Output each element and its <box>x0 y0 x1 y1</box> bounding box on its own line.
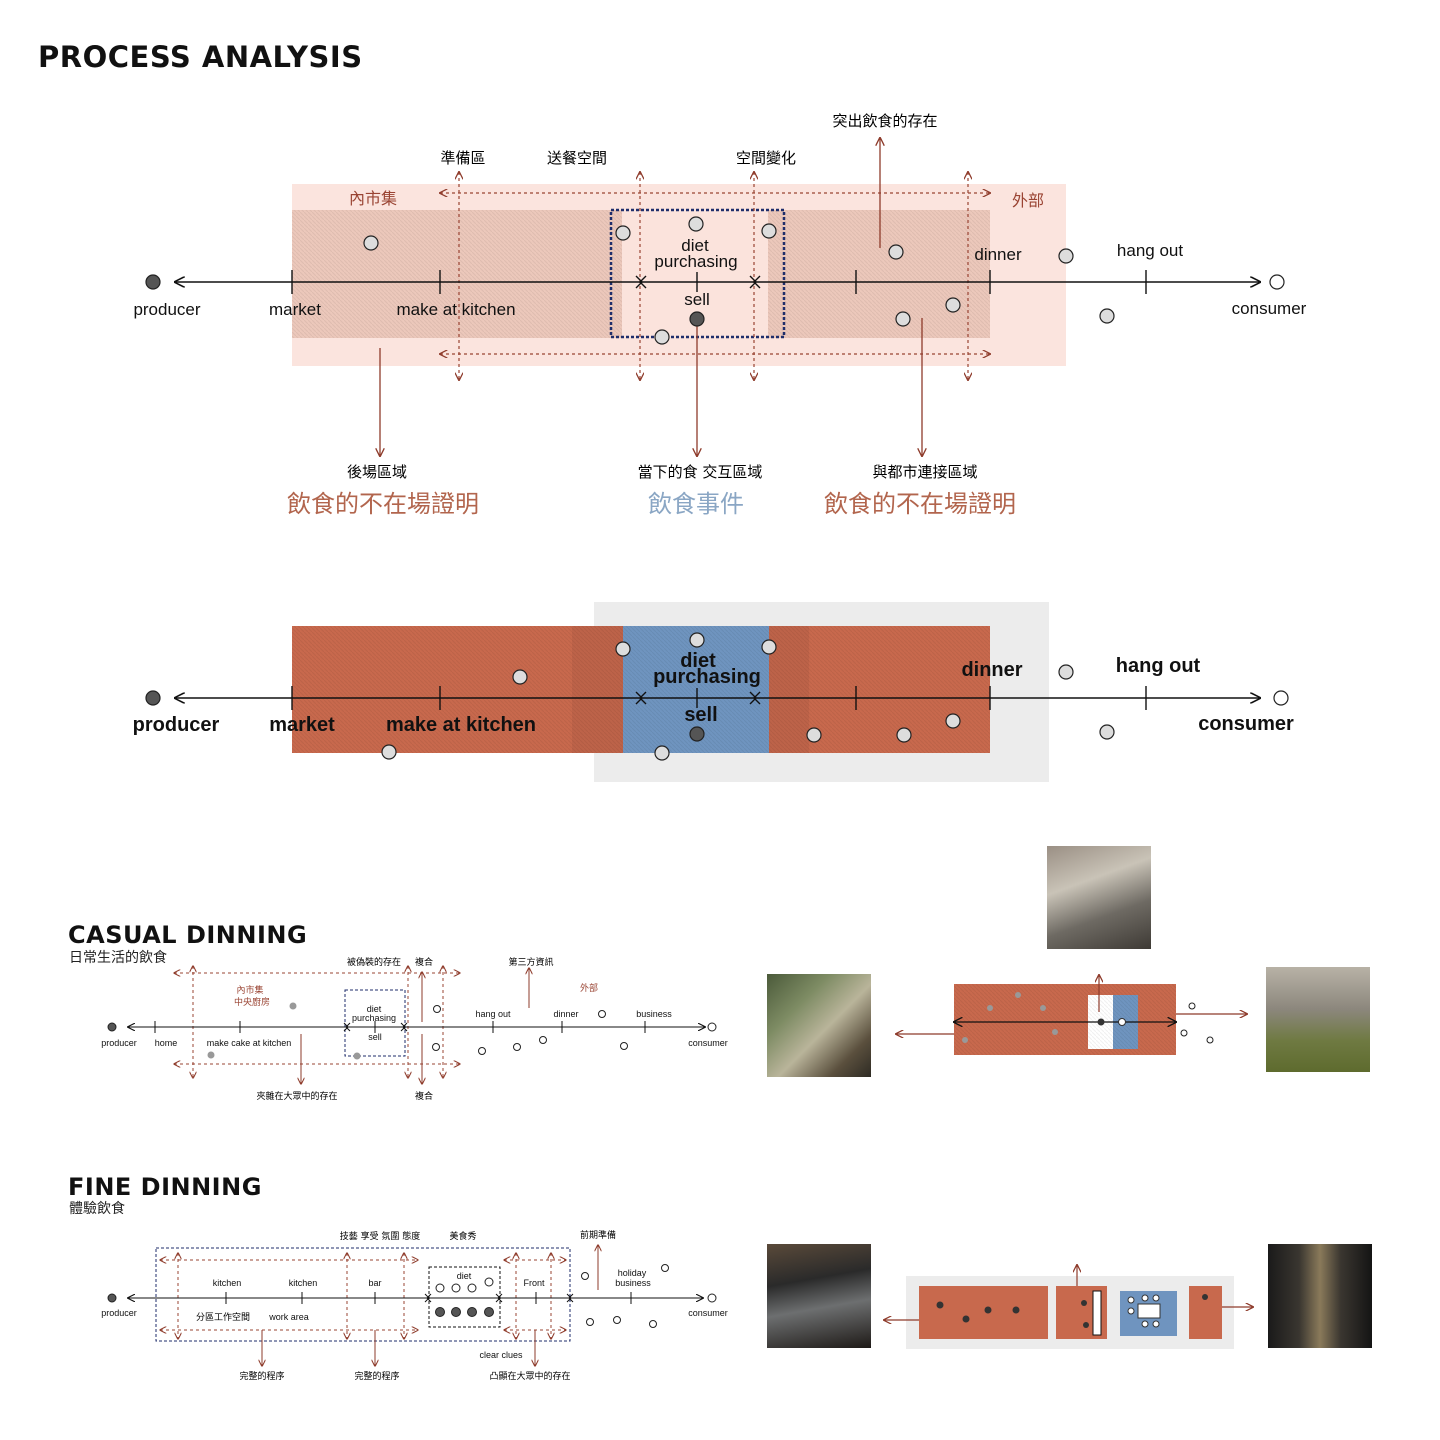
fine-stage-kitchen-1: kitchen <box>213 1278 242 1288</box>
page-title: PROCESS ANALYSIS <box>38 40 363 74</box>
casual-central-kitchen: 中央廚房 <box>234 996 270 1008</box>
fine-area-1: 分區工作空間 <box>196 1311 250 1323</box>
fine-stage-consumer: consumer <box>688 1308 728 1318</box>
stage-market: market <box>269 300 321 319</box>
casual-title: CASUAL DINNING <box>68 921 308 949</box>
fine-outer-box <box>155 1247 571 1342</box>
casual-inner-zone: 內市集 <box>236 984 263 996</box>
casual-stage-home: home <box>155 1038 178 1048</box>
fine-mini-plan <box>884 1265 1253 1349</box>
casual-subtitle: 日常生活的飲食 <box>69 950 167 966</box>
casual-stage-dinner: dinner <box>553 1009 578 1019</box>
zone-outer-label: 外部 <box>1012 191 1044 210</box>
casual-complex-top: 複合 <box>415 956 433 968</box>
fine-stage-holiday: holiday <box>618 1268 647 1278</box>
top-label-serve: 送餐空間 <box>547 149 607 167</box>
top-label-prep: 準備區 <box>440 149 485 167</box>
casual-stage-diet: diet <box>367 1004 382 1014</box>
fine-top-row: 技藝 享受 氛圍 態度 <box>340 1230 421 1242</box>
stage2-diet: diet <box>680 650 716 672</box>
zone-inner-label: 內市集 <box>349 189 397 208</box>
backstage-label: 後場區域 <box>347 463 407 481</box>
casual-disguised: 被偽裝的存在 <box>347 956 401 968</box>
fine-prep: 前期準備 <box>580 1229 616 1241</box>
fine-stage-diet: diet <box>457 1271 472 1281</box>
fine-stage-bar: bar <box>368 1278 381 1288</box>
fine-complete-1: 完整的程序 <box>239 1370 284 1382</box>
stage2-hangout: hang out <box>1116 655 1201 677</box>
stage2-producer: producer <box>133 714 220 736</box>
interaction-label: 當下的食 交互區域 <box>638 463 763 481</box>
alibi-label-left: 飲食的不在場證明 <box>287 490 479 518</box>
stage-sell: sell <box>684 290 710 309</box>
storefront-photo <box>767 974 871 1077</box>
top-label-highlight: 突出飲食的存在 <box>832 112 937 130</box>
casual-outer: 外部 <box>580 982 598 994</box>
fine-stage-work-area: work area <box>268 1312 309 1322</box>
casual-stage-hangout: hang out <box>475 1009 511 1019</box>
top-label-space: 空間變化 <box>736 149 796 167</box>
event-label: 飲食事件 <box>648 490 744 518</box>
casual-complex-bottom: 複合 <box>415 1090 433 1102</box>
corridor-photo <box>1268 1244 1372 1348</box>
fine-title: FINE DINNING <box>68 1173 262 1201</box>
casual-mixed: 夾雜在大眾中的存在 <box>256 1090 337 1102</box>
fine-stage-front: Front <box>523 1278 545 1288</box>
casual-diagram: 內市集 中央廚房 外部 被偽裝的存在 複合 第三方資訊 夾雜在大眾中的存在 複合… <box>101 956 1247 1102</box>
kitchen-photo <box>1047 846 1151 949</box>
fine-clues: clear clues <box>479 1350 523 1360</box>
fine-highlight: 凸顯在大眾中的存在 <box>489 1370 570 1382</box>
fine-subtitle: 體驗飲食 <box>69 1201 125 1217</box>
stage-consumer: consumer <box>1232 299 1307 318</box>
stage-dinner: dinner <box>974 245 1022 264</box>
fine-stage-kitchen-2: kitchen <box>289 1278 318 1288</box>
casual-stage-consumer: consumer <box>688 1038 728 1048</box>
casual-mini-plan <box>896 975 1247 1055</box>
casual-stage-sell: sell <box>368 1032 382 1042</box>
casual-stage-business: business <box>636 1009 672 1019</box>
diagram-one: 內市集 外部 準備區 送餐空間 空間變化 突出飲食的存在 producer ma… <box>133 112 1306 518</box>
fine-show: 美食秀 <box>449 1230 476 1242</box>
stage2-purchasing: purchasing <box>653 666 761 688</box>
casual-third-party: 第三方資訊 <box>508 956 553 968</box>
urban-label: 與都市連接區域 <box>872 463 977 481</box>
fine-stage-business: business <box>615 1278 651 1288</box>
stage-diet: diet <box>681 236 709 255</box>
stage2-kitchen: make at kitchen <box>386 714 536 736</box>
fine-stage-producer: producer <box>101 1308 137 1318</box>
fine-diagram: 技藝 享受 氛圍 態度 美食秀 前期準備 完整的程序 完整的程序 clear c… <box>101 1229 1253 1382</box>
stage2-dinner: dinner <box>961 659 1022 681</box>
diagram-two: producer market make at kitchen diet pur… <box>133 602 1294 782</box>
patio-photo <box>1266 967 1370 1072</box>
stage-kitchen: make at kitchen <box>396 300 515 319</box>
alibi-label-right: 飲食的不在場證明 <box>824 490 1016 518</box>
stage-producer: producer <box>133 300 200 319</box>
stage2-consumer: consumer <box>1198 713 1294 735</box>
restaurant-interior-photo <box>767 1244 871 1348</box>
stage2-market: market <box>269 714 335 736</box>
stage-hangout: hang out <box>1117 241 1183 260</box>
stage2-sell: sell <box>684 704 717 726</box>
casual-stage-producer: producer <box>101 1038 137 1048</box>
fine-complete-2: 完整的程序 <box>354 1370 399 1382</box>
casual-stage-purchasing: purchasing <box>352 1013 396 1023</box>
casual-stage-cake: make cake at kitchen <box>207 1038 292 1048</box>
stage-purchasing: purchasing <box>654 252 737 271</box>
